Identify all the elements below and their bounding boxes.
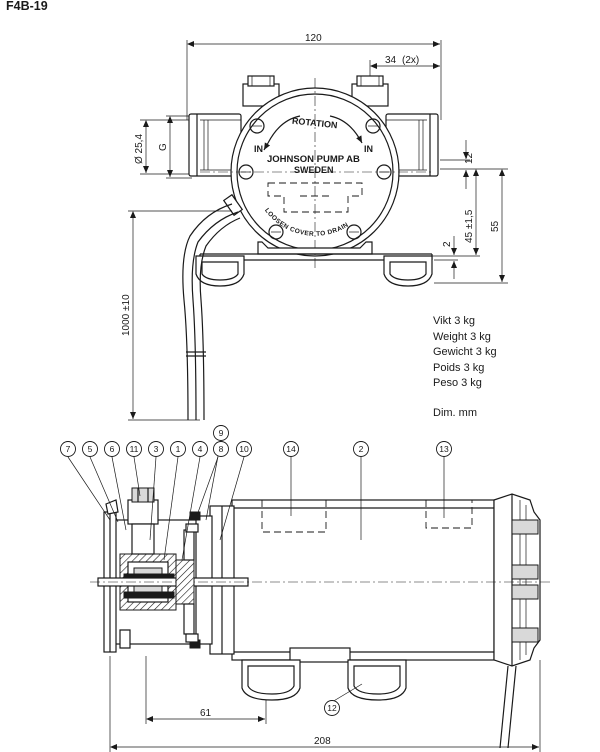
dim-port-diameter: Ø 25,4	[134, 134, 145, 164]
dim-center-height: 45 ±1,5	[464, 209, 475, 243]
country-label: SWEDEN	[294, 165, 334, 175]
dim-shaft-offset: 12	[464, 152, 475, 164]
weight-sv: Vikt 3 kg	[433, 315, 475, 327]
dim-total-height: 55	[490, 220, 501, 232]
callout-9: 9	[219, 428, 224, 438]
dim-cable-length: 1000 ±10	[121, 294, 132, 336]
units-note: Dim. mm	[433, 406, 477, 419]
dim-body-length: 208	[314, 736, 331, 747]
callout-4: 4	[198, 444, 203, 454]
callouts: 7 5 6 11 3 1 4 9 8 10 14 2 13 12	[60, 425, 452, 716]
weight-fr: Poids 3 kg	[433, 361, 485, 374]
callout-13: 13	[439, 444, 449, 454]
inlet-right-label: IN	[364, 144, 373, 154]
callout-11: 11	[130, 444, 139, 454]
callout-8: 8	[219, 444, 224, 454]
dim-overall-width: 120	[305, 33, 322, 44]
side-view: 61 208	[90, 487, 552, 752]
weight-es: Peso 3 kg	[433, 377, 482, 389]
weight-en: Weight 3 kg	[433, 330, 491, 343]
dim-thread: G	[158, 143, 169, 151]
callout-3: 3	[154, 444, 159, 454]
front-view: 120 34 (2x) Ø 25,4 G	[121, 33, 508, 421]
specs-block: Vikt 3 kg Weight 3 kg Gewicht 3 kg Poids…	[433, 314, 497, 421]
callout-12: 12	[327, 703, 337, 713]
callout-7: 7	[66, 444, 71, 454]
dim-port-spacing: 34	[385, 55, 397, 66]
dim-head-length: 61	[200, 708, 212, 719]
weight-de: Gewicht 3 kg	[433, 346, 497, 358]
callout-1: 1	[176, 444, 181, 454]
callout-14: 14	[286, 444, 296, 454]
callout-6: 6	[110, 444, 115, 454]
dim-port-spacing-note: (2x)	[402, 55, 419, 66]
callout-2: 2	[359, 444, 364, 454]
brand-label: JOHNSON PUMP AB	[267, 154, 360, 165]
dim-foot-offset: 2	[442, 241, 453, 247]
callout-5: 5	[88, 444, 93, 454]
model-code: F4B-19	[6, 0, 48, 13]
callout-10: 10	[239, 444, 249, 454]
inlet-left-label: IN	[254, 144, 263, 154]
